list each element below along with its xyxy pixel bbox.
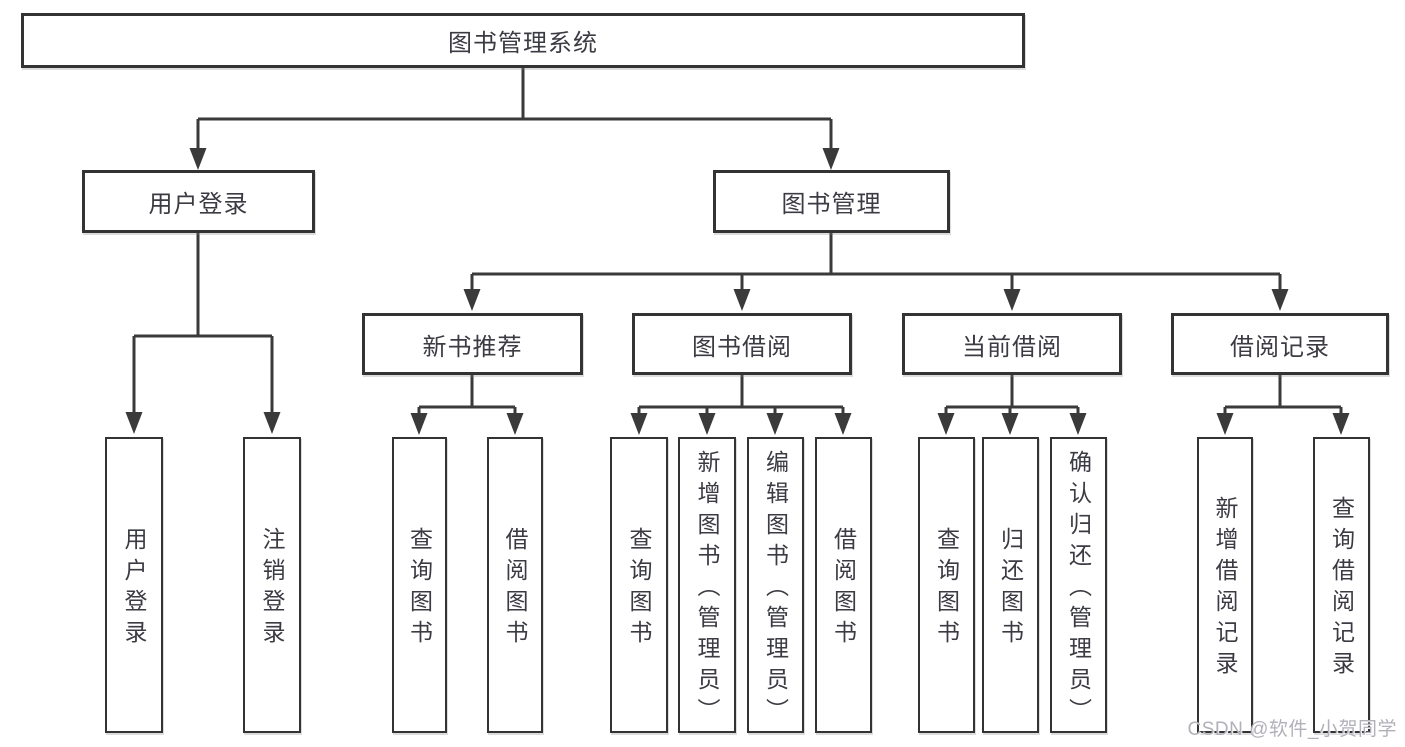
node-label: 查询图书 — [626, 527, 652, 651]
leaf-add-borrow-record: 新增借阅记录 — [1197, 437, 1253, 733]
node-new-book-recommend: 新书推荐 — [362, 313, 583, 375]
leaf-query-books-recommend: 查询图书 — [392, 437, 447, 733]
node-label: 编辑图书（管理员） — [762, 449, 789, 729]
node-label: 新增借阅记录 — [1212, 496, 1238, 682]
leaf-logout: 注销登录 — [243, 437, 301, 733]
node-library-system: 图书管理系统 — [21, 13, 1025, 68]
leaf-edit-book-admin: 编辑图书（管理员） — [747, 437, 804, 733]
node-label: 图书管理 — [781, 191, 882, 218]
leaf-add-book-admin: 新增图书（管理员） — [678, 437, 736, 733]
node-label: 查询借阅记录 — [1328, 496, 1355, 682]
leaf-borrow-books-borrowing: 借阅图书 — [815, 437, 872, 733]
leaf-query-books-current: 查询图书 — [918, 437, 975, 733]
node-borrowing-records: 借阅记录 — [1171, 313, 1389, 375]
leaf-confirm-return-admin: 确认归还（管理员） — [1050, 437, 1107, 733]
tree-branch-lines — [132, 68, 1343, 416]
node-book-management: 图书管理 — [713, 170, 950, 233]
node-label: 归还图书 — [997, 527, 1024, 651]
node-label: 借阅图书 — [830, 527, 857, 651]
leaf-user-login: 用户登录 — [105, 437, 163, 733]
node-label: 借阅记录 — [1230, 333, 1330, 361]
node-label: 用户登录 — [148, 191, 249, 218]
node-book-borrowing: 图书借阅 — [632, 313, 852, 375]
csdn-watermark: CSDN @软件_小贺同学 — [1187, 719, 1397, 740]
node-label: 图书借阅 — [692, 333, 792, 361]
node-user-login: 用户登录 — [82, 170, 315, 233]
leaf-query-books-borrowing: 查询图书 — [610, 437, 668, 733]
leaf-return-books: 归还图书 — [982, 437, 1039, 733]
node-label: 当前借阅 — [962, 333, 1062, 361]
node-label: 查询图书 — [933, 527, 960, 651]
node-label: 借阅图书 — [502, 527, 528, 651]
node-label: 新增图书（管理员） — [694, 449, 720, 729]
leaf-borrow-books-recommend: 借阅图书 — [487, 437, 543, 733]
node-label: 图书管理系统 — [448, 30, 598, 57]
node-label: 注销登录 — [259, 527, 285, 651]
leaf-query-borrow-record: 查询借阅记录 — [1313, 437, 1370, 733]
node-current-borrowing: 当前借阅 — [902, 313, 1122, 375]
node-label: 新书推荐 — [422, 333, 523, 361]
node-label: 查询图书 — [406, 527, 433, 651]
node-label: 确认归还（管理员） — [1065, 449, 1092, 729]
node-label: 用户登录 — [121, 527, 147, 651]
